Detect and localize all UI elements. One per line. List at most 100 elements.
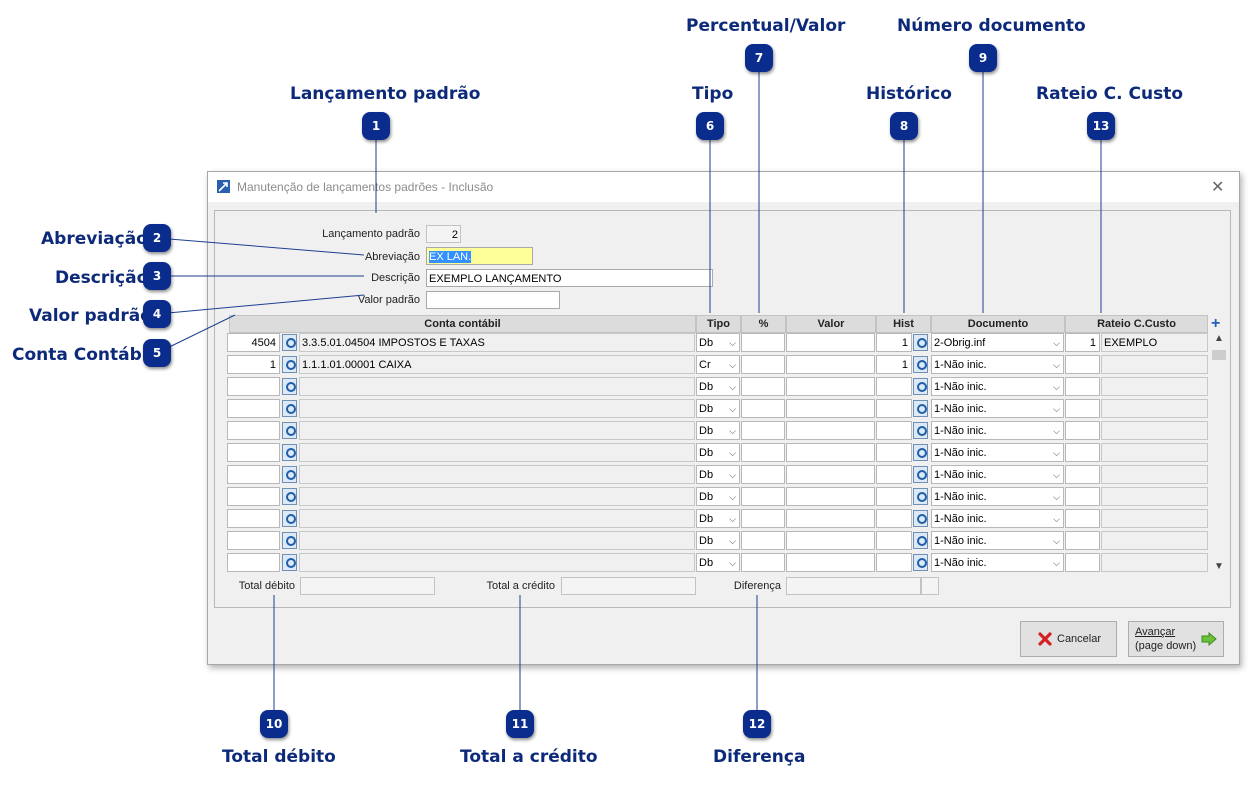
account-code-cell[interactable] — [227, 509, 280, 528]
valor-padrao-field[interactable] — [426, 291, 560, 309]
account-code-cell[interactable] — [227, 399, 280, 418]
historico-cell[interactable] — [876, 421, 912, 440]
scroll-up-icon[interactable]: ▲ — [1214, 333, 1224, 344]
account-code-cell[interactable] — [227, 487, 280, 506]
percent-cell[interactable] — [741, 531, 785, 550]
account-lookup-icon[interactable] — [282, 510, 297, 527]
historico-lookup-icon[interactable] — [913, 444, 928, 461]
account-lookup-icon[interactable] — [282, 554, 297, 571]
rateio-code-cell[interactable] — [1065, 487, 1100, 506]
rateio-code-cell[interactable] — [1065, 377, 1100, 396]
rateio-code-cell[interactable] — [1065, 399, 1100, 418]
percent-cell[interactable] — [741, 355, 785, 374]
account-code-cell[interactable] — [227, 443, 280, 462]
valor-cell[interactable] — [786, 377, 875, 396]
scroll-down-icon[interactable]: ▼ — [1214, 561, 1224, 572]
historico-cell[interactable] — [876, 509, 912, 528]
col-header-documento[interactable]: Documento — [931, 315, 1065, 333]
historico-cell[interactable] — [876, 465, 912, 484]
tipo-select[interactable]: Db⌵ — [696, 443, 740, 462]
valor-cell[interactable] — [786, 465, 875, 484]
valor-cell[interactable] — [786, 421, 875, 440]
account-lookup-icon[interactable] — [282, 334, 297, 351]
valor-cell[interactable] — [786, 443, 875, 462]
account-code-cell[interactable]: 4504 — [227, 333, 280, 352]
percent-cell[interactable] — [741, 377, 785, 396]
account-lookup-icon[interactable] — [282, 422, 297, 439]
tipo-select[interactable]: Db⌵ — [696, 553, 740, 572]
historico-lookup-icon[interactable] — [913, 334, 928, 351]
abreviacao-field[interactable]: EX LAN. — [426, 247, 533, 265]
historico-lookup-icon[interactable] — [913, 400, 928, 417]
rateio-code-cell[interactable] — [1065, 531, 1100, 550]
percent-cell[interactable] — [741, 465, 785, 484]
documento-select[interactable]: 1-Não inic.⌵ — [931, 377, 1064, 396]
rateio-code-cell[interactable] — [1065, 443, 1100, 462]
account-code-cell[interactable]: 1 — [227, 355, 280, 374]
add-row-button[interactable]: + — [1211, 315, 1221, 332]
rateio-code-cell[interactable] — [1065, 421, 1100, 440]
historico-lookup-icon[interactable] — [913, 510, 928, 527]
rateio-code-cell[interactable] — [1065, 465, 1100, 484]
cancel-button[interactable]: Cancelar — [1020, 621, 1117, 657]
tipo-select[interactable]: Db⌵ — [696, 487, 740, 506]
historico-lookup-icon[interactable] — [913, 356, 928, 373]
documento-select[interactable]: 1-Não inic.⌵ — [931, 355, 1064, 374]
scroll-thumb[interactable] — [1212, 350, 1226, 360]
percent-cell[interactable] — [741, 443, 785, 462]
valor-cell[interactable] — [786, 487, 875, 506]
documento-select[interactable]: 1-Não inic.⌵ — [931, 553, 1064, 572]
account-lookup-icon[interactable] — [282, 466, 297, 483]
tipo-select[interactable]: Db⌵ — [696, 465, 740, 484]
documento-select[interactable]: 1-Não inic.⌵ — [931, 399, 1064, 418]
rateio-code-cell[interactable]: 1 — [1065, 333, 1100, 352]
historico-cell[interactable] — [876, 531, 912, 550]
col-header-conta[interactable]: Conta contábil — [229, 315, 696, 333]
rateio-code-cell[interactable] — [1065, 509, 1100, 528]
next-button[interactable]: Avançar (page down) — [1128, 621, 1224, 657]
col-header-hist[interactable]: Hist — [876, 315, 931, 333]
historico-cell[interactable]: 1 — [876, 355, 912, 374]
percent-cell[interactable] — [741, 553, 785, 572]
historico-lookup-icon[interactable] — [913, 488, 928, 505]
historico-lookup-icon[interactable] — [913, 422, 928, 439]
historico-cell[interactable] — [876, 487, 912, 506]
historico-cell[interactable] — [876, 553, 912, 572]
account-lookup-icon[interactable] — [282, 444, 297, 461]
valor-cell[interactable] — [786, 531, 875, 550]
col-header-perc[interactable]: % — [741, 315, 786, 333]
historico-lookup-icon[interactable] — [913, 532, 928, 549]
historico-lookup-icon[interactable] — [913, 466, 928, 483]
historico-cell[interactable]: 1 — [876, 333, 912, 352]
tipo-select[interactable]: Db⌵ — [696, 333, 740, 352]
grid-scrollbar[interactable]: ▲ ▼ — [1211, 333, 1228, 575]
documento-select[interactable]: 2-Obrig.inf⌵ — [931, 333, 1064, 352]
percent-cell[interactable] — [741, 487, 785, 506]
tipo-select[interactable]: Db⌵ — [696, 377, 740, 396]
rateio-code-cell[interactable] — [1065, 553, 1100, 572]
documento-select[interactable]: 1-Não inic.⌵ — [931, 531, 1064, 550]
account-code-cell[interactable] — [227, 553, 280, 572]
valor-cell[interactable] — [786, 399, 875, 418]
percent-cell[interactable] — [741, 399, 785, 418]
documento-select[interactable]: 1-Não inic.⌵ — [931, 465, 1064, 484]
account-lookup-icon[interactable] — [282, 356, 297, 373]
account-lookup-icon[interactable] — [282, 488, 297, 505]
percent-cell[interactable] — [741, 333, 785, 352]
documento-select[interactable]: 1-Não inic.⌵ — [931, 487, 1064, 506]
valor-cell[interactable] — [786, 553, 875, 572]
documento-select[interactable]: 1-Não inic.⌵ — [931, 421, 1064, 440]
account-lookup-icon[interactable] — [282, 378, 297, 395]
documento-select[interactable]: 1-Não inic.⌵ — [931, 509, 1064, 528]
account-code-cell[interactable] — [227, 531, 280, 550]
tipo-select[interactable]: Db⌵ — [696, 399, 740, 418]
valor-cell[interactable] — [786, 333, 875, 352]
account-lookup-icon[interactable] — [282, 532, 297, 549]
account-code-cell[interactable] — [227, 465, 280, 484]
tipo-select[interactable]: Db⌵ — [696, 509, 740, 528]
close-icon[interactable]: ✕ — [1211, 179, 1225, 196]
account-code-cell[interactable] — [227, 421, 280, 440]
account-code-cell[interactable] — [227, 377, 280, 396]
historico-cell[interactable] — [876, 399, 912, 418]
percent-cell[interactable] — [741, 509, 785, 528]
